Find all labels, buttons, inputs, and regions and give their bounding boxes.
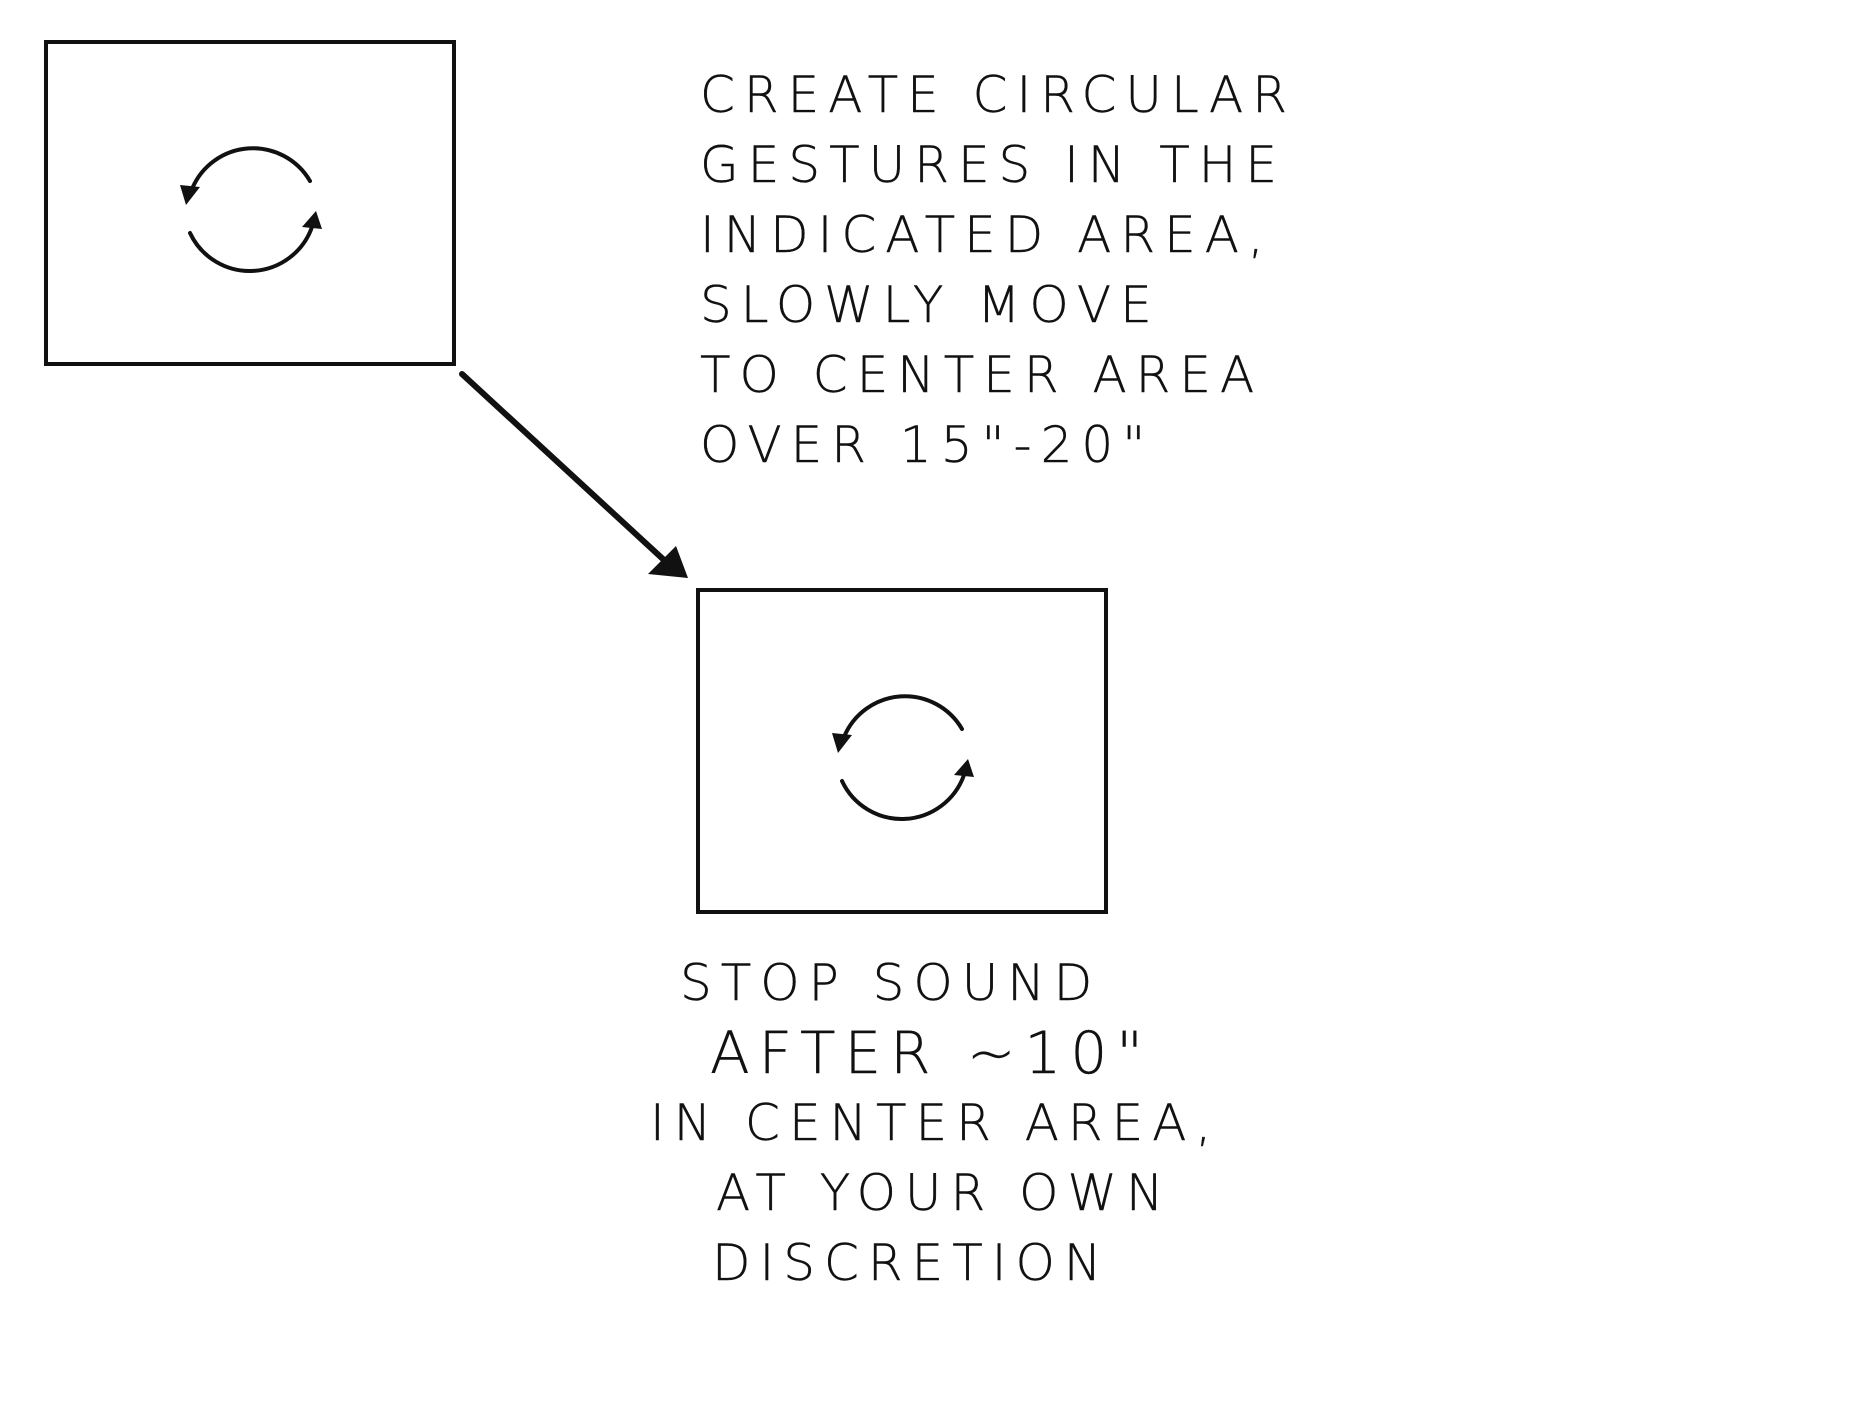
instruction-line: DISCRETION bbox=[712, 1234, 1111, 1292]
instruction-line: INDICATED AREA, bbox=[700, 206, 1273, 264]
circular-arrows-icon bbox=[180, 146, 322, 273]
instruction-line: OVER 15"-20" bbox=[700, 416, 1155, 474]
stop-sound-instructions: STOP SOUND AFTER ~10" IN CENTER AREA, AT… bbox=[650, 948, 1220, 1298]
instruction-line: STOP SOUND bbox=[680, 954, 1102, 1012]
instruction-line: GESTURES IN THE bbox=[700, 136, 1286, 194]
center-area-box bbox=[696, 588, 1108, 914]
instruction-line: AT YOUR OWN bbox=[716, 1164, 1173, 1222]
instruction-line: AFTER ~10" bbox=[710, 1019, 1152, 1087]
circular-arrows-icon bbox=[832, 694, 974, 821]
instruction-line: SLOWLY MOVE bbox=[700, 276, 1161, 334]
start-area-box bbox=[44, 40, 456, 366]
instruction-line: CREATE CIRCULAR bbox=[700, 66, 1296, 124]
instruction-line: TO CENTER AREA bbox=[700, 346, 1264, 404]
instruction-line: IN CENTER AREA, bbox=[650, 1094, 1221, 1152]
gesture-instructions: CREATE CIRCULAR GESTURES IN THE INDICATE… bbox=[700, 60, 1296, 480]
